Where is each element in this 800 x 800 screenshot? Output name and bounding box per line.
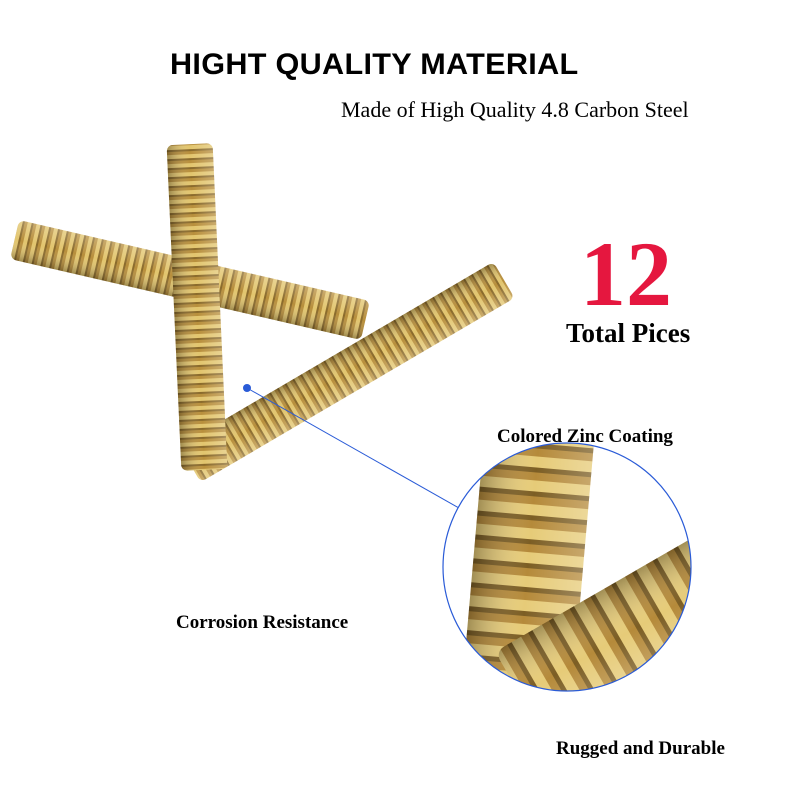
screw-vertical xyxy=(166,143,228,471)
feature-zinc-coating: Colored Zinc Coating xyxy=(497,426,673,447)
callout-line xyxy=(246,387,467,513)
callout-dot xyxy=(243,384,251,392)
magnifier-ring xyxy=(442,442,692,692)
screw-diagonal xyxy=(181,264,513,480)
feature-rugged-durable: Rugged and Durable xyxy=(556,738,725,759)
material-subtitle: Made of High Quality 4.8 Carbon Steel xyxy=(341,97,689,122)
quantity-label: Total Pices xyxy=(566,318,691,348)
quantity-count: 12 xyxy=(580,223,672,325)
feature-corrosion-resistance: Corrosion Resistance xyxy=(176,612,349,633)
headline: HIGHT QUALITY MATERIAL xyxy=(169,48,579,81)
magnified-detail xyxy=(443,443,691,691)
